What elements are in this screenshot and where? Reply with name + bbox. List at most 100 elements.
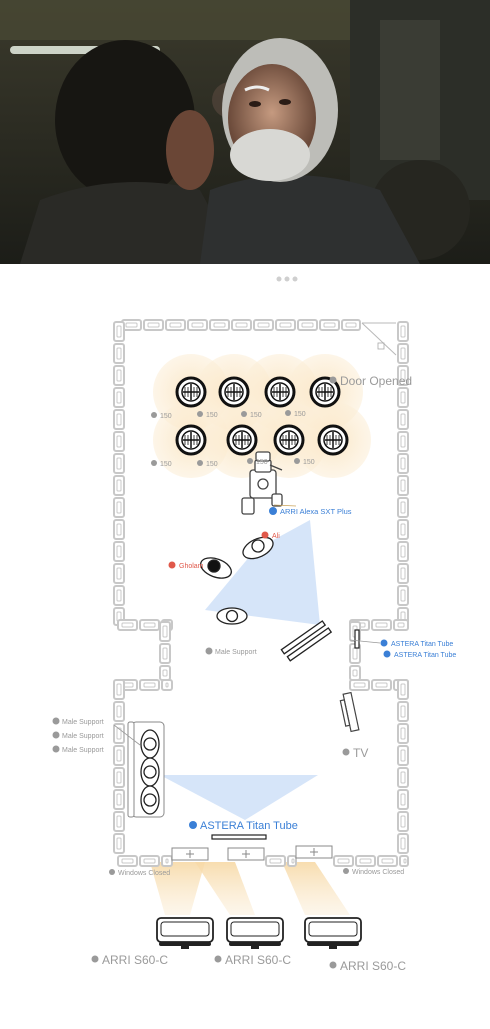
wall-segment [275,319,296,331]
s60-beam-3 [282,862,350,915]
wall-segment [113,519,125,540]
wall-segment [397,365,409,386]
male-support-3-label: Male Support [62,747,104,754]
overhead-lamp-icon [226,424,258,456]
wall-segment [397,701,409,722]
film-still-image [0,0,490,264]
lamp-label: 150 [160,461,172,468]
door-icon [361,322,397,356]
lamp-label: 150 [250,412,262,419]
wall-segment [287,855,297,867]
wall-segment [113,701,125,722]
wall-segment [113,679,125,700]
astera-tube-right-icon [354,629,360,649]
lamp-label-dot [151,412,157,418]
film-still [0,0,490,264]
lamp-label: 150 [206,461,218,468]
lamp-label: 150 [206,412,218,419]
carousel-dots[interactable] [0,272,490,284]
lamp-label-dot [241,411,247,417]
carousel-dot[interactable] [284,276,290,282]
door-label-dot [329,376,337,384]
wall-segment [341,319,361,331]
tv-label: TV [353,746,368,760]
overhead-lamp-icon [317,424,349,456]
wall-segment [397,541,409,562]
wall-segment [113,343,125,364]
wall-segment [113,453,125,474]
wall-segment [265,855,286,867]
wall-segment [113,563,125,584]
wall-segment [139,855,160,867]
wall-segment [165,319,186,331]
wall-segment [117,855,138,867]
gholam-label: Gholam [179,563,204,570]
wall-segment [393,619,409,631]
male-support-figures [140,729,160,815]
wall-segment [397,833,409,854]
actor-gholam-icon [200,557,232,579]
astera-bottom-dot [189,821,197,829]
astera-2-label: ASTERA Titan Tube [394,652,456,659]
lamp-label-dot [247,458,253,464]
wall-segment [397,453,409,474]
wall-segment [397,409,409,430]
overhead-lamp-icon [175,376,207,408]
s60-3-label: ARRI S60-C [340,959,406,973]
windows-left-label: Windows Closed [118,870,170,877]
wall-segment [397,321,409,342]
lamp-label: 150 [160,413,172,420]
male-support-1-label: Male Support [62,719,104,726]
wall-segment [113,431,125,452]
wall-segment [113,723,125,744]
wall-segment [349,679,370,691]
wall-segment [397,431,409,452]
support-leader [113,724,141,746]
wall-segment [113,541,125,562]
wall-segment [113,745,125,766]
s60-1-dot [91,955,99,963]
wall-segment [397,679,409,700]
camera-leader [273,504,297,507]
window-icons [171,845,333,861]
s60-beam-1 [150,862,205,915]
s60-panel-icon [156,917,214,949]
wall-segment [355,855,376,867]
overhead-lamp-icon [175,424,207,456]
male-support-1-dot [52,717,60,725]
male-support-center-icon [216,607,248,625]
wall-segment [113,409,125,430]
camera-frustum-2 [160,775,318,820]
wall-segment [297,319,318,331]
lamp-label: 150 [256,459,268,466]
astera-leader [349,639,381,644]
lamp-label: 150 [303,459,315,466]
wall-segment [397,585,409,606]
wall-segment [113,475,125,496]
camera-label: ARRI Alexa SXT Plus [280,507,352,516]
wall-segment [113,585,125,606]
wall-segment [209,319,230,331]
lamp-label-dot [197,460,203,466]
astera-2-dot [383,650,391,658]
wall-segment [139,619,160,631]
actor-ali-icon [242,536,274,560]
wall-segment [113,497,125,518]
male-support-2-dot [52,731,60,739]
ali-label-dot [261,531,269,539]
lamp-label-dot [151,460,157,466]
wall-segment [371,619,392,631]
wall-segment [377,855,398,867]
wall-segment [161,679,173,691]
wall-segment [187,319,208,331]
lamp-label: 150 [294,411,306,418]
wall-segment [117,619,138,631]
wall-segment [113,387,125,408]
lamp-label-dot [294,458,300,464]
wall-segment [349,665,361,681]
wall-segment [113,811,125,832]
s60-panel-icon [304,917,362,949]
carousel-dot[interactable] [292,276,298,282]
carousel-dot[interactable] [276,276,282,282]
room-walls [113,319,409,867]
